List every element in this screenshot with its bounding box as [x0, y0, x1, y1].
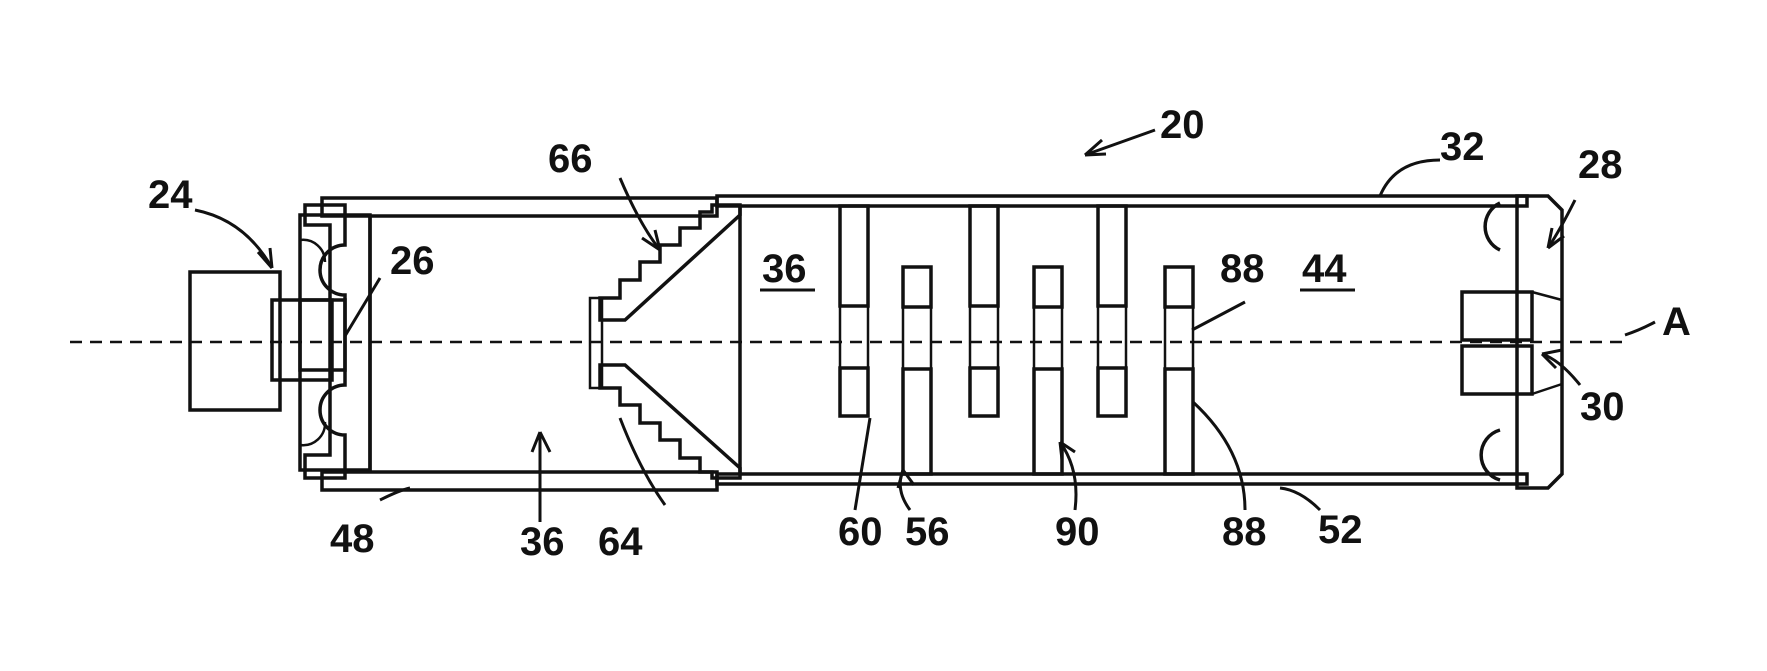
label-24: 24 [148, 173, 193, 217]
label-52: 52 [1318, 508, 1363, 552]
label-20: 20 [1160, 103, 1205, 147]
label-30: 30 [1580, 385, 1625, 429]
label-28: 28 [1578, 143, 1623, 187]
label-36-right: 36 [762, 247, 807, 291]
leader-lines [195, 130, 1655, 522]
label-56: 56 [905, 510, 950, 554]
label-44: 44 [1302, 247, 1347, 291]
label-48: 48 [330, 517, 375, 561]
label-36-left: 36 [520, 520, 565, 564]
label-90: 90 [1055, 510, 1100, 554]
label-26: 26 [390, 239, 435, 283]
upper-baffles [840, 206, 1126, 416]
label-88-upper: 88 [1220, 247, 1265, 291]
label-32: 32 [1440, 125, 1485, 169]
label-66: 66 [548, 137, 593, 181]
label-axis-a: A [1662, 300, 1691, 344]
label-88-lower: 88 [1222, 510, 1267, 554]
label-64: 64 [598, 520, 643, 564]
lower-baffles [903, 267, 1193, 474]
label-60: 60 [838, 510, 883, 554]
